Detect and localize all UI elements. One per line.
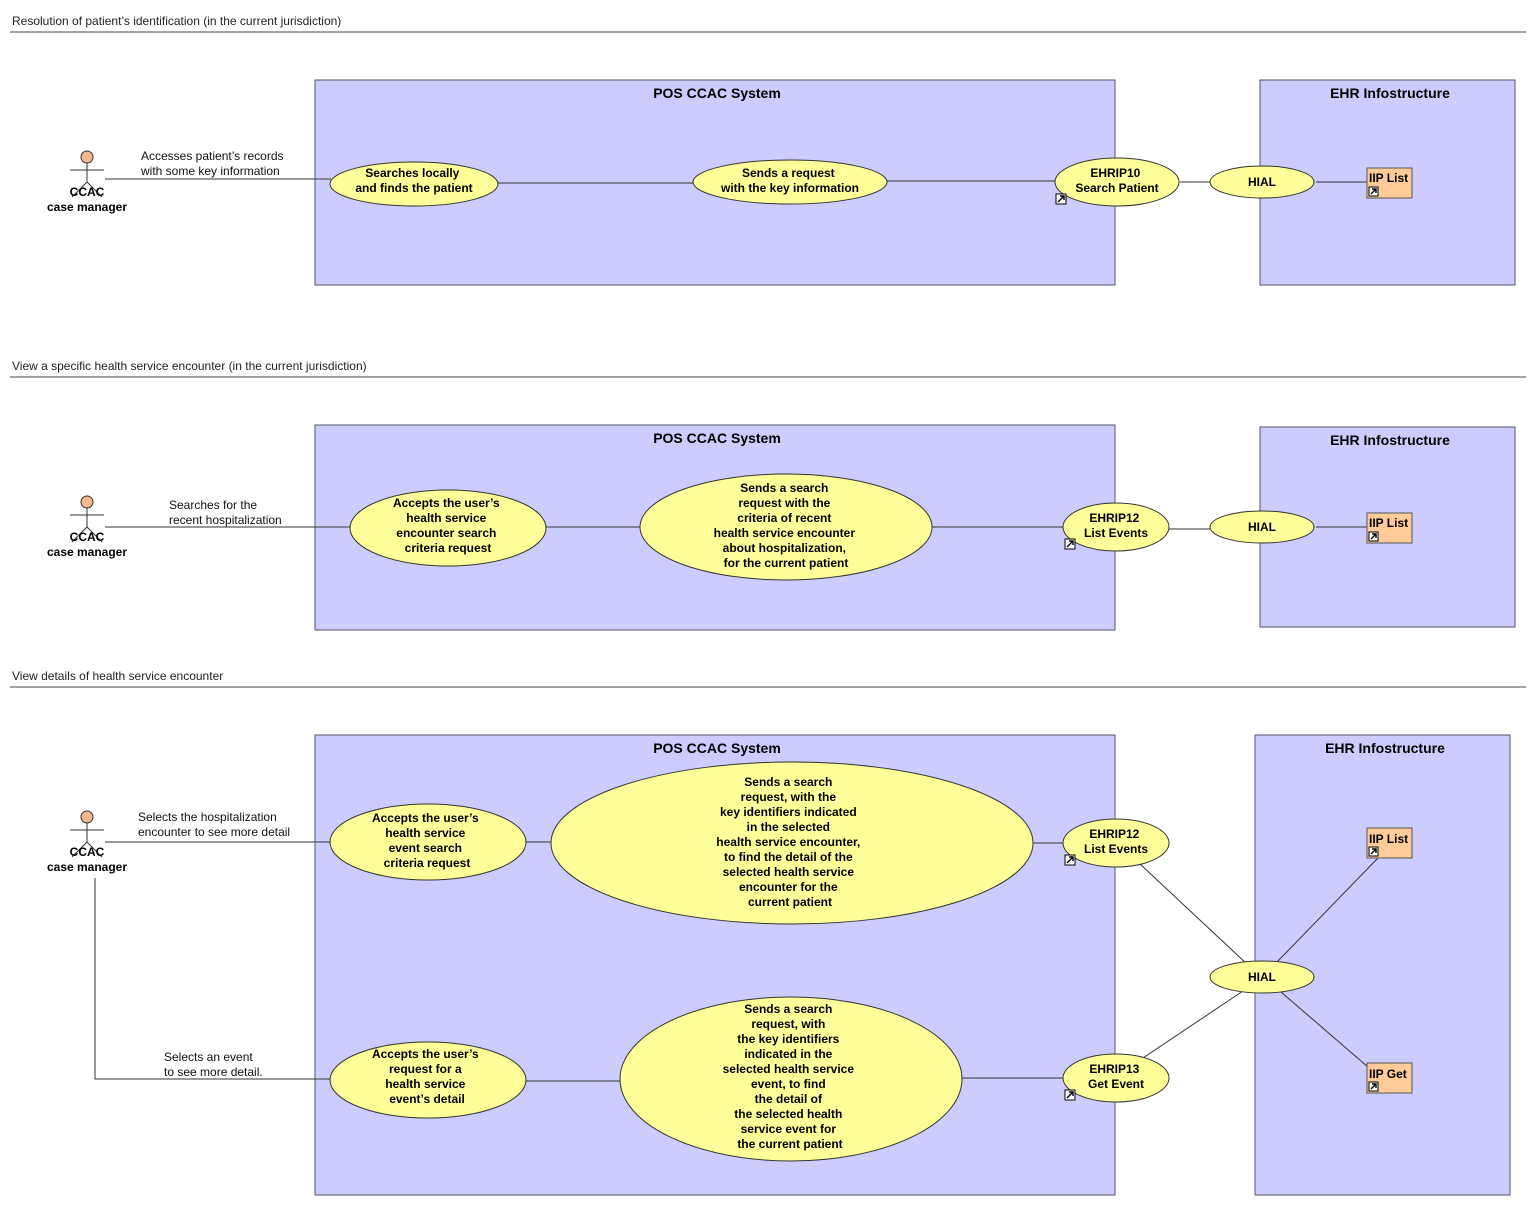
ccac-case-manager-actor[interactable]: CCAC case manager — [47, 150, 127, 214]
usecase-ehrip12-list-events[interactable]: EHRIP12 List Events — [1062, 818, 1170, 868]
actor-head-icon — [80, 495, 94, 509]
usecase-sends-request[interactable]: Sends a request with the key information — [692, 159, 888, 205]
usecase-accepts-event-detail-request[interactable]: Accepts the user’s request for a health … — [329, 1041, 527, 1119]
actor-body-icon — [70, 823, 104, 858]
usecase-ehrip12-list-events[interactable]: EHRIP12 List Events — [1062, 502, 1170, 552]
svg-text:IIP Get: IIP Get — [1369, 1067, 1407, 1081]
actor-head-icon — [80, 150, 94, 164]
pos-ccac-system-title: POS CCAC System — [653, 85, 781, 101]
shortcut-link-icon — [1064, 538, 1076, 550]
association-label: Selects the hospitalization — [138, 810, 277, 824]
svg-text:Sends a search request: Sends a search request, with the key ide… — [723, 1002, 858, 1151]
association-label: Accesses patient’s records — [141, 149, 284, 163]
association-line — [1280, 991, 1369, 1068]
svg-text:Accepts the user’s req: Accepts the user’s request for a health … — [372, 1047, 482, 1106]
iip-list-component[interactable]: IIP List — [1366, 512, 1413, 544]
ccac-case-manager-actor[interactable]: CCAC case manager — [47, 495, 127, 559]
actor-body-icon — [70, 163, 104, 198]
section-1-title: Resolution of patient’s identification (… — [12, 14, 341, 28]
svg-text:EHRIP12 List Events: EHRIP12 List Events — [1084, 511, 1148, 540]
ehr-infostructure-title: EHR Infostructure — [1325, 740, 1445, 756]
section-3: View details of health service encounter… — [10, 669, 1526, 1196]
svg-text:EHRIP10 Search Patient: EHRIP10 Search Patient — [1075, 166, 1158, 195]
section-3-title: View details of health service encounter — [12, 669, 223, 683]
hial-node[interactable]: HIAL — [1209, 165, 1315, 199]
association-line — [1275, 857, 1379, 964]
actor-name: CCAC — [70, 530, 105, 544]
association-label: with some key information — [140, 164, 280, 178]
shortcut-link-icon — [1064, 854, 1076, 866]
actor-name: CCAC — [70, 185, 105, 199]
svg-text:HIAL: HIAL — [1248, 175, 1276, 189]
section-2: View a specific health service encounter… — [10, 359, 1526, 631]
actor-head-icon — [80, 810, 94, 824]
pos-ccac-system-title: POS CCAC System — [653, 740, 781, 756]
usecase-accepts-event-search-criteria[interactable]: Accepts the user’s health service event … — [329, 803, 527, 881]
actor-role: case manager — [47, 860, 127, 874]
shortcut-link-icon — [1055, 193, 1067, 205]
association-label: encounter to see more detail — [138, 825, 290, 839]
section-1: Resolution of patient’s identification (… — [10, 14, 1526, 286]
pos-ccac-system-title: POS CCAC System — [653, 430, 781, 446]
svg-text:IIP List: IIP List — [1369, 171, 1408, 185]
svg-text:Searches locally and f: Searches locally and finds the patient — [355, 166, 472, 195]
svg-text:IIP List: IIP List — [1369, 516, 1408, 530]
usecase-ehrip13-get-event[interactable]: EHRIP13 Get Event — [1062, 1053, 1170, 1103]
actor-name: CCAC — [70, 845, 105, 859]
ehr-infostructure-title: EHR Infostructure — [1330, 85, 1450, 101]
svg-text:HIAL: HIAL — [1248, 970, 1276, 984]
actor-body-icon — [70, 508, 104, 543]
association-label: Searches for the — [169, 498, 257, 512]
usecase-searches-locally[interactable]: Searches locally and finds the patient — [329, 161, 499, 207]
association-label: to see more detail. — [164, 1065, 263, 1079]
svg-text:Sends a request with t: Sends a request with the key information — [720, 166, 859, 195]
iip-list-component[interactable]: IIP List — [1366, 167, 1413, 199]
svg-text:Accepts the user’s hea: Accepts the user’s health service event … — [372, 811, 482, 870]
svg-text:EHRIP12 List Events: EHRIP12 List Events — [1084, 827, 1148, 856]
hial-node[interactable]: HIAL — [1209, 510, 1315, 544]
association-label: Selects an event — [164, 1050, 253, 1064]
ccac-case-manager-actor[interactable]: CCAC case manager — [47, 810, 127, 874]
svg-text:EHRIP13 Get Event: EHRIP13 Get Event — [1088, 1062, 1144, 1091]
svg-text:Sends a search request: Sends a search request with the criteria… — [714, 481, 859, 570]
usecase-accepts-search-criteria[interactable]: Accepts the user’s health service encoun… — [349, 489, 547, 567]
svg-text:Accepts the user’s hea: Accepts the user’s health service encoun… — [393, 496, 503, 555]
actor-role: case manager — [47, 545, 127, 559]
svg-text:Sends a search request: Sends a search request, with the key ide… — [716, 775, 863, 909]
iip-get-component[interactable]: IIP Get — [1366, 1062, 1413, 1094]
association-line — [94, 878, 331, 1080]
association-line — [1142, 990, 1244, 1059]
svg-text:HIAL: HIAL — [1248, 520, 1276, 534]
actor-role: case manager — [47, 200, 127, 214]
iip-list-component[interactable]: IIP List — [1366, 827, 1413, 859]
usecase-sends-search-request-encounter[interactable]: Sends a search request, with the key ide… — [550, 761, 1034, 925]
usecase-sends-search-request[interactable]: Sends a search request with the criteria… — [639, 473, 933, 581]
usecase-sends-search-request-event[interactable]: Sends a search request, with the key ide… — [619, 996, 963, 1162]
usecase-ehrip10-search-patient[interactable]: EHRIP10 Search Patient — [1054, 157, 1180, 207]
association-label: recent hospitalization — [169, 513, 282, 527]
svg-text:IIP List: IIP List — [1369, 832, 1408, 846]
ehr-infostructure-title: EHR Infostructure — [1330, 432, 1450, 448]
section-2-title: View a specific health service encounter… — [12, 359, 367, 373]
shortcut-link-icon — [1064, 1089, 1076, 1101]
association-line — [1139, 863, 1249, 966]
hial-node[interactable]: HIAL — [1209, 960, 1315, 994]
